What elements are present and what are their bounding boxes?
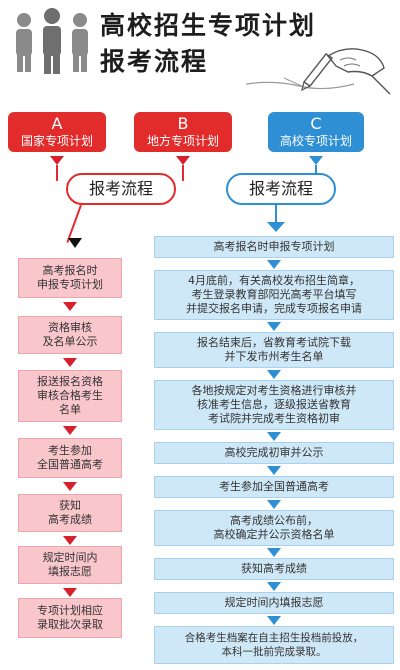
- right-step-7: 高考成绩公布前， 高校确定并公示资格名单: [154, 510, 394, 546]
- category-letter: B: [177, 114, 189, 133]
- right-step-9: 规定时间内填报志愿: [154, 592, 394, 614]
- people-group-icon: [16, 8, 88, 74]
- arrow-down-icon: [267, 582, 281, 591]
- left-step-6: 规定时间内 填报志愿: [18, 546, 122, 584]
- arrow-down-icon: [63, 426, 77, 435]
- arrow-down-icon: [267, 548, 281, 557]
- right-step-10: 合格考生档案在自主招生投档前投放， 本科一批前完成录取。: [154, 626, 394, 664]
- page-title: 高校招生专项计划: [100, 11, 317, 40]
- right-step-5: 高校完成初审并公示: [154, 442, 394, 464]
- left-step-2: 资格审核 及名单公示: [18, 316, 122, 354]
- category-label: 国家专项计划: [20, 134, 93, 148]
- arrow-down-icon: [267, 370, 281, 379]
- arrow-down-icon: [63, 358, 77, 367]
- connector-line: [56, 165, 58, 181]
- arrow-down-icon: [176, 156, 190, 165]
- left-step-4: 考生参加 全国普通高考: [18, 438, 122, 478]
- arrow-down-icon: [267, 432, 281, 441]
- hand-writing-pen-icon: [245, 48, 391, 95]
- arrow-down-icon: [309, 156, 323, 165]
- arrow-down-icon: [63, 588, 77, 597]
- category-letter: C: [310, 114, 322, 133]
- connector-line: [182, 165, 184, 181]
- arrow-down-icon: [267, 222, 285, 232]
- right-step-2: 4月底前，有关高校发布招生简章， 考生登录教育部阳光高考平台填写 并提交报名申请…: [154, 270, 394, 320]
- category-letter: A: [51, 114, 63, 133]
- arrow-down-icon: [63, 302, 77, 311]
- left-step-1: 高考报名时 申报专项计划: [18, 258, 122, 298]
- left-step-5: 获知 高考成绩: [18, 494, 122, 532]
- right-flow-label: 报考流程: [226, 173, 336, 205]
- arrow-down-icon: [267, 466, 281, 475]
- left-flow-label: 报考流程: [66, 173, 176, 205]
- arrow-down-icon: [267, 500, 281, 509]
- left-step-3: 报送报名资格 审核合格考生 名单: [18, 370, 122, 422]
- page-subtitle: 报考流程: [100, 47, 209, 76]
- category-a-box: A 国家专项计划: [8, 112, 106, 152]
- arrow-down-icon: [68, 238, 82, 248]
- right-step-4: 各地按规定对考生资格进行审核并 核准考生信息，逐级报送省教育 考试院并完成考生资…: [154, 380, 394, 430]
- right-step-1: 高考报名时申报专项计划: [154, 236, 394, 258]
- right-step-3: 报名结束后，省教育考试院下载 并下发市州考生名单: [154, 332, 394, 368]
- arrow-down-icon: [63, 536, 77, 545]
- arrow-down-icon: [50, 156, 64, 165]
- left-step-7: 专项计划相应 录取批次录取: [18, 598, 122, 638]
- arrow-down-icon: [63, 482, 77, 491]
- category-b-box: B 地方专项计划: [134, 112, 232, 152]
- connector-line: [275, 205, 277, 225]
- category-c-box: C 高校专项计划: [268, 112, 364, 152]
- right-step-6: 考生参加全国普通高考: [154, 476, 394, 498]
- category-label: 高校专项计划: [279, 134, 352, 148]
- right-step-8: 获知高考成绩: [154, 558, 394, 580]
- arrow-down-icon: [267, 616, 281, 625]
- arrow-down-icon: [267, 260, 281, 269]
- connector-line: [315, 165, 317, 175]
- arrow-down-icon: [267, 322, 281, 331]
- category-label: 地方专项计划: [146, 134, 219, 148]
